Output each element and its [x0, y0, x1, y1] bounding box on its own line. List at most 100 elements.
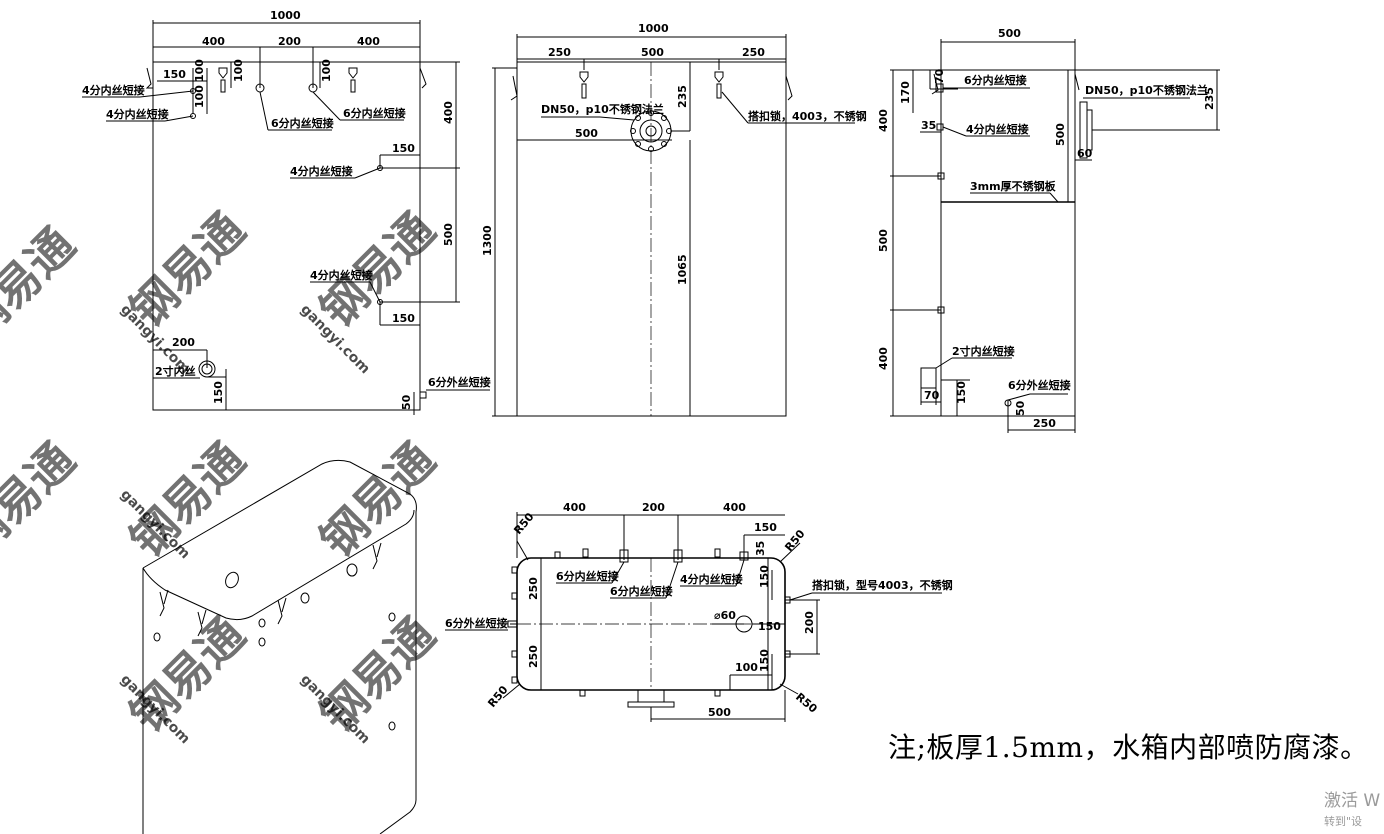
top-dim-r50-tr: R50 [782, 527, 807, 554]
top-view: 400 200 400 150 35 R50 R50 6分内丝短接 6分内丝短接… [445, 501, 953, 722]
front-dim-100-a: 100 [193, 59, 206, 82]
right-label-flange: DN50，p10不锈钢法兰 [1085, 83, 1208, 97]
top-dim-400-right: 400 [723, 501, 746, 514]
watermark-brand: 钢易通 [310, 432, 446, 568]
top-label-6fen-outer: 6分外丝短接 [445, 616, 508, 630]
front-dim-150-low: 150 [392, 312, 415, 325]
top-label-buckle-lock: 搭扣锁，型号4003，不锈钢 [812, 578, 953, 592]
right-dim-60: 60 [1077, 147, 1093, 160]
windows-activation-watermark: 激活 W 转到"设 [1324, 786, 1384, 829]
top-dim-r50-tl: R50 [511, 510, 536, 537]
side-dim-235: 235 [676, 85, 689, 108]
top-dim-r50-br: R50 [793, 690, 820, 715]
right-view-outline [940, 69, 1076, 417]
top-dim-250-a: 250 [527, 577, 540, 600]
front-nozzle-4-right-a [377, 165, 383, 171]
right-dim-150: 150 [955, 381, 968, 404]
front-label-4fen-right-b: 4分内丝短接 [310, 268, 373, 282]
front-view: 1000 400 200 400 150 100 100 100 100 4分内… [82, 9, 491, 415]
right-dim-250: 250 [1033, 417, 1056, 430]
top-label-4fen: 4分内丝短接 [680, 572, 743, 586]
front-dim-500-v: 500 [442, 223, 455, 246]
iso-body-outline [142, 459, 417, 834]
top-dim-200-v: 200 [803, 611, 816, 634]
top-dim-r50-bl: R50 [485, 683, 510, 710]
iso-top-edge [142, 509, 415, 621]
right-dim-400-bottom: 400 [877, 347, 890, 370]
iso-top-opening [225, 571, 239, 589]
iso-hasp-icon [159, 589, 169, 617]
front-hasp-left-icon [218, 67, 228, 93]
note-text: 注;板厚1.5mm，水箱内部喷防腐漆。 [888, 731, 1369, 764]
front-label-2inch: 2寸内丝 [155, 364, 196, 378]
side-dim-250-left: 250 [548, 46, 571, 59]
right-dim-500-inner: 500 [1054, 123, 1067, 146]
side-dim-500-h: 500 [575, 127, 598, 140]
watermark-brand: 钢易通 [120, 607, 256, 743]
right-label-4fen: 4分内丝短接 [966, 122, 1029, 136]
top-dim-500: 500 [708, 706, 731, 719]
side-view: 1000 250 500 250 1300 DN50，p10不锈钢法兰 500 … [481, 22, 867, 417]
front-dim-100-d: 100 [320, 59, 333, 82]
front-dim-400-left: 400 [202, 35, 225, 48]
activation-line1: 激活 W [1324, 791, 1381, 811]
front-dim-150-v: 150 [212, 381, 225, 404]
front-handle-icon [145, 67, 427, 89]
isometric-view [142, 459, 417, 834]
right-dim-400-top: 400 [877, 109, 890, 132]
right-view: 500 70 170 35 400 500 400 500 6分内丝短接 4分内… [877, 27, 1220, 433]
front-dim-100-b: 100 [193, 85, 206, 108]
right-label-2inch: 2寸内丝短接 [952, 344, 1015, 358]
front-view-outline [152, 61, 421, 411]
right-label-plate: 3mm厚不锈钢板 [970, 179, 1057, 193]
front-dim-150-top: 150 [163, 68, 186, 81]
side-hasp-right-icon [714, 71, 724, 99]
top-dim-35: 35 [754, 541, 767, 556]
front-label-6fen-b: 6分内丝短接 [343, 106, 406, 120]
side-dim-250-right: 250 [742, 46, 765, 59]
right-dim-235: 235 [1203, 87, 1216, 110]
side-hasp-left-icon [579, 71, 589, 99]
top-dim-150-top: 150 [754, 521, 777, 534]
right-dim-500-mid: 500 [877, 229, 890, 252]
front-label-4fen-top: 4分内丝短接 [82, 83, 145, 97]
top-dim-200: 200 [642, 501, 665, 514]
watermark-brand: 钢易通 [0, 432, 85, 568]
front-dim-100-c: 100 [232, 59, 245, 82]
watermark-brand: 钢易通 [310, 607, 446, 743]
iso-hasp-icon [197, 609, 207, 637]
right-handle-icon [931, 73, 1080, 95]
side-label-buckle-lock: 搭扣锁，4003，不锈钢 [748, 109, 867, 123]
right-label-6fen-outer: 6分外丝短接 [1008, 378, 1071, 392]
top-label-6fen-b: 6分内丝短接 [610, 584, 673, 598]
right-dim-500: 500 [998, 27, 1021, 40]
top-dim-100: 100 [735, 661, 758, 674]
front-label-6fen-a: 6分内丝短接 [271, 116, 334, 130]
top-dim-250-b: 250 [527, 645, 540, 668]
side-handle-icon [510, 75, 793, 101]
side-dim-1065: 1065 [676, 254, 689, 285]
right-dim-170: 170 [899, 81, 912, 104]
front-dim-1000: 1000 [270, 9, 301, 22]
top-dim-400-left: 400 [563, 501, 586, 514]
front-dim-400-v: 400 [442, 101, 455, 124]
top-dim-150-mid: 150 [758, 620, 781, 633]
activation-line2: 转到"设 [1324, 815, 1363, 828]
side-view-outline [516, 61, 787, 417]
front-dim-200: 200 [172, 336, 195, 349]
right-dim-35: 35 [921, 119, 936, 132]
right-dim-50: 50 [1014, 400, 1027, 416]
right-dim-70-top: 70 [933, 68, 946, 84]
side-dim-1300: 1300 [481, 225, 494, 256]
top-dim-150-a: 150 [758, 565, 771, 588]
front-label-6fen-outer: 6分外丝短接 [428, 375, 491, 389]
front-dim-200: 200 [278, 35, 301, 48]
front-dim-50: 50 [400, 394, 413, 410]
top-dim-dia60: ⌀60 [714, 609, 736, 622]
front-label-4fen-second: 4分内丝短接 [106, 107, 169, 121]
iso-hasp-icon [372, 542, 382, 570]
iso-hasp-icon [277, 597, 287, 625]
right-dim-70-bottom: 70 [924, 389, 940, 402]
front-dim-400-right: 400 [357, 35, 380, 48]
